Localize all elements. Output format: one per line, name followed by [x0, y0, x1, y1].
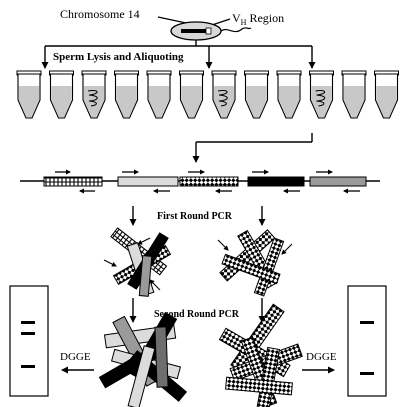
segment-checker [179, 176, 239, 187]
tube-10 [309, 70, 334, 119]
gel-band [21, 332, 35, 335]
first-round-products-right [217, 229, 293, 297]
lysis-label: Sperm Lysis and Aliquoting [53, 51, 184, 63]
segment-black [247, 176, 305, 187]
tube-3 [81, 70, 107, 119]
gel-band [21, 365, 35, 368]
chromosome-label: Chromosome 14 [60, 7, 140, 21]
gel-right [347, 285, 387, 397]
lysate [376, 86, 397, 118]
tube-11 [341, 70, 367, 119]
second-round-products-right [218, 303, 303, 407]
dna-squiggle-icon [217, 90, 228, 107]
tube-8 [244, 70, 269, 119]
tube-row [16, 70, 399, 119]
gel-left [9, 285, 49, 397]
sperm-cell-icon [170, 21, 252, 41]
dgge-right-label: DGGE [306, 351, 337, 363]
chromosome-pointer [157, 16, 187, 24]
lysate [246, 86, 267, 118]
dgge-left-label: DGGE [60, 351, 91, 363]
dna-squiggle-icon [87, 90, 98, 107]
lysate [18, 86, 40, 118]
primer-arrows [55, 169, 360, 194]
tube-4 [114, 70, 139, 119]
tube-12 [374, 70, 399, 119]
dna-squiggle-icon [315, 90, 326, 107]
gel-band [360, 372, 374, 375]
tube-6 [179, 70, 204, 119]
lysate [51, 86, 72, 118]
chromosome-bar [181, 29, 209, 33]
tube-5 [146, 70, 172, 119]
tube-1 [16, 70, 42, 119]
first-round-products-left [103, 227, 172, 297]
first-round-pcr-label: First Round PCR [157, 211, 233, 222]
segment-cross-hatch [43, 176, 103, 187]
tube-2 [49, 70, 74, 119]
vh-pointer [211, 18, 231, 26]
second-round-products-left [98, 312, 188, 407]
vh-region-mark [205, 27, 212, 35]
lysate [181, 86, 202, 118]
second-round-pcr-label: Second Round PCR [154, 309, 240, 320]
vh-region-label: VH Region [232, 11, 284, 27]
gel-band [360, 321, 374, 324]
gel-band [21, 321, 35, 324]
segment-gray [309, 176, 367, 187]
tube-7 [211, 70, 237, 119]
lysate [278, 86, 300, 118]
tube-9 [276, 70, 302, 119]
route-lines [192, 133, 313, 163]
gene-locus [20, 176, 380, 187]
aliquot-lines [41, 40, 316, 69]
lysate [148, 86, 170, 118]
segment-light-gray [117, 176, 179, 187]
lysate [116, 86, 137, 118]
lysate [343, 86, 365, 118]
